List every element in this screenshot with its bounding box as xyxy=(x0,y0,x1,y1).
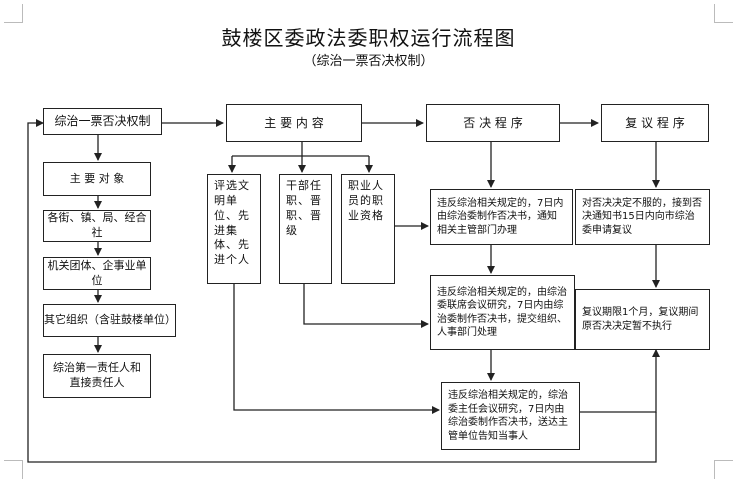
node-target-1: 各街、镇、局、经合社 xyxy=(43,210,151,242)
node-veto-procedure: 否 决 程 序 xyxy=(426,104,560,142)
corner-mark-bottom-right xyxy=(714,460,733,479)
node-content-3: 职业人员的职业资格 xyxy=(341,174,395,284)
node-veto-3: 违反综治相关规定的，综治委主任会议研究，7日内由综治委制作否决书，送达主管单位告… xyxy=(441,382,580,450)
arrow-outer-loop xyxy=(27,119,657,463)
corner-mark-top-right xyxy=(714,4,733,23)
arrow-content1-to-veto3 xyxy=(233,284,440,414)
corner-mark-bottom-left xyxy=(4,460,23,479)
corner-mark-top-left xyxy=(4,4,23,23)
node-content-2: 干部任职、晋职、晋级 xyxy=(279,174,332,284)
node-main-targets: 主 要 对 象 xyxy=(43,162,151,196)
node-content-1: 评选文明单位、先进集体、先进个人 xyxy=(207,174,261,284)
arrow-content2-to-veto2 xyxy=(303,284,429,328)
node-review-1: 对否决决定不服的，接到否决通知书15日内向市综治委申请复议 xyxy=(575,189,710,245)
arrow-veto3-to-review2 xyxy=(580,349,660,413)
node-target-3: 其它组织（含驻鼓楼单位） xyxy=(43,304,176,337)
node-review-procedure: 复 议 程 序 xyxy=(601,104,709,142)
node-root: 综治一票否决权制 xyxy=(43,108,162,135)
node-veto-2: 违反综治相关规定的，由综治委联席会议研究，7日内由综治委制作否决书，提交组织、人… xyxy=(430,275,575,350)
node-target-4: 综治第一责任人和直接责任人 xyxy=(43,354,151,398)
page-subtitle: （综治一票否决权制） xyxy=(303,54,434,69)
node-target-2: 机关团体、企事业单位 xyxy=(43,257,151,290)
node-review-2: 复议期限1个月，复议期间原否决决定暂不执行 xyxy=(575,289,710,350)
node-veto-1: 违反综治相关规定的，7日内由综治委制作否决书，通知相关主管部门办理 xyxy=(430,189,573,245)
node-main-content: 主 要 内 容 xyxy=(226,104,362,142)
page-title: 鼓楼区委政法委职权运行流程图 xyxy=(221,26,516,50)
